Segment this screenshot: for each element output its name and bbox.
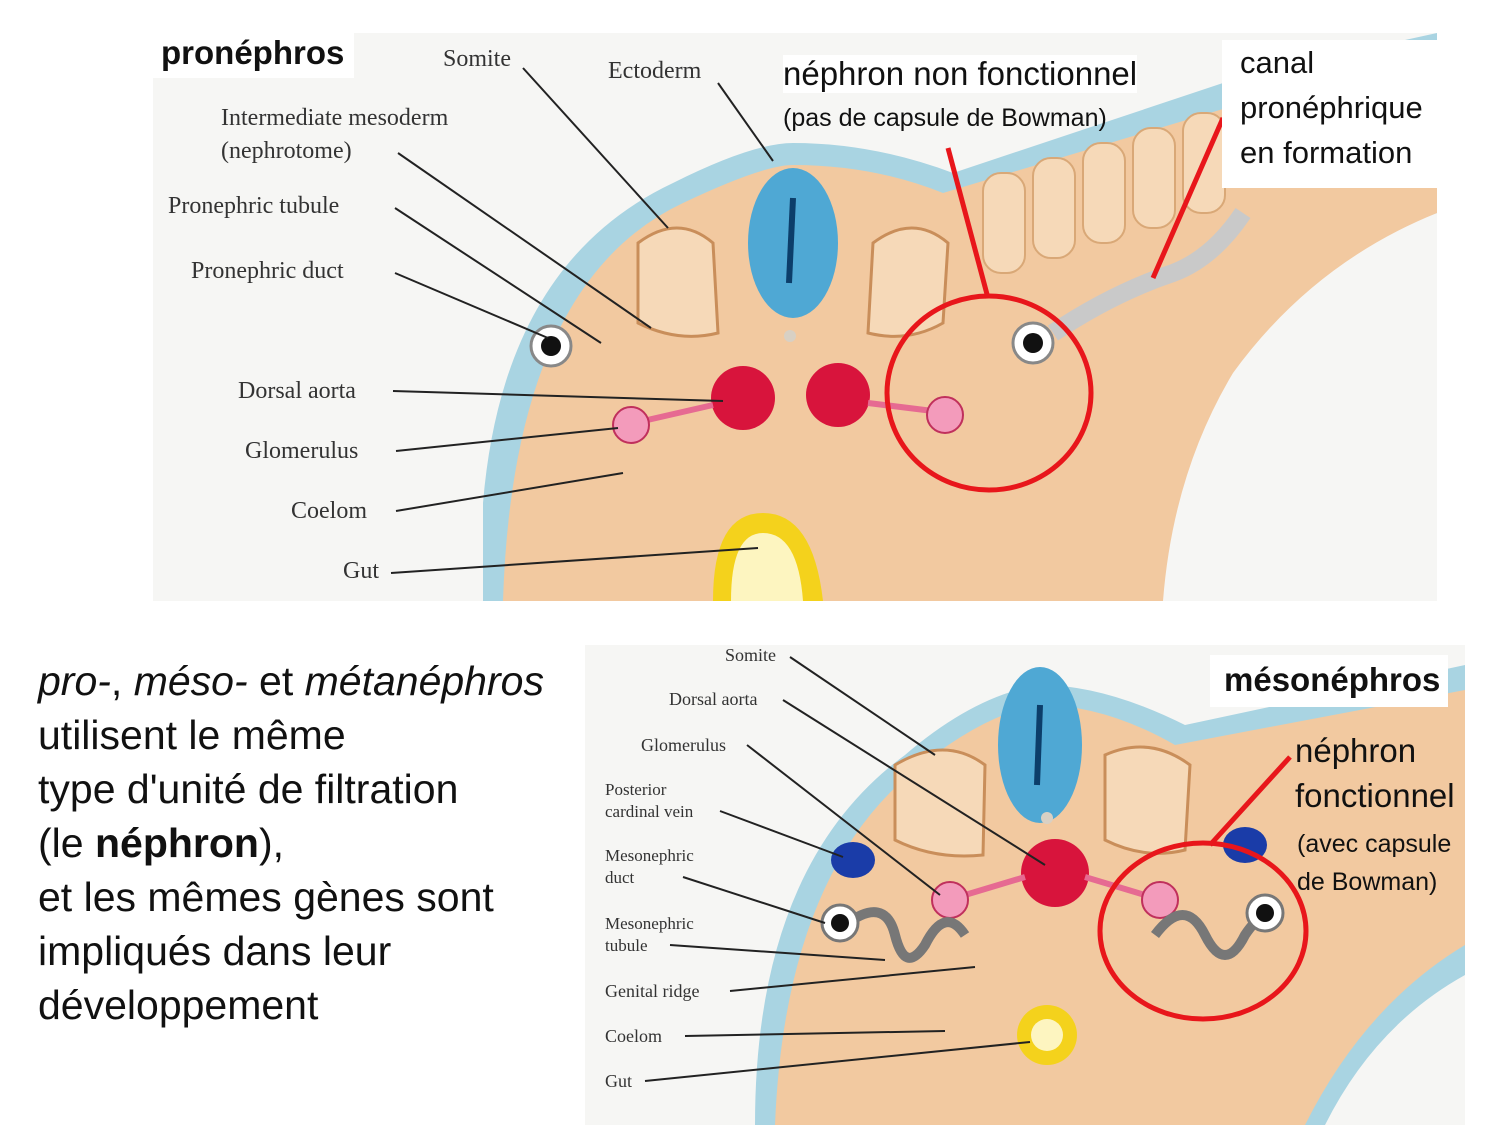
text-nephron-bold: néphron	[94, 820, 259, 866]
mesonephros-diagram: Somite Dorsal aorta Glomerulus Posterior…	[605, 645, 1465, 1125]
label-somite-bottom: Somite	[725, 645, 776, 665]
tag-mesonephros: mésonéphros	[1210, 655, 1449, 707]
dorsal-aorta-right	[806, 363, 870, 427]
forming-canal	[1048, 207, 1251, 341]
label-gut: Gut	[343, 558, 379, 584]
annotation-with-bowman: (avec capsule de Bowman)	[1297, 825, 1451, 901]
label-gut-bottom: Gut	[605, 1071, 632, 1091]
leader-lines-bottom	[644, 656, 1046, 1082]
text-sep: ,	[110, 658, 134, 704]
annotation-no-bowman: (pas de capsule de Bowman)	[783, 104, 1107, 132]
label-somite: Somite	[443, 46, 511, 72]
glomerulus-vessel-right	[867, 400, 934, 414]
pointer-nephron-bottom	[1208, 755, 1292, 847]
glomerulus-left	[612, 406, 650, 444]
mesonephric-tubule-left	[842, 907, 970, 963]
label-mesonephric-duct-1: Mesonephric	[605, 846, 694, 865]
somite-right-bottom	[1103, 745, 1192, 855]
label-dorsal-aorta: Dorsal aorta	[238, 378, 356, 404]
annotation-capsule-line2: de Bowman)	[1297, 868, 1438, 896]
somite-right	[866, 226, 950, 338]
pronephros-diagram: Somite Ectoderm Intermediate mesoderm (n…	[168, 33, 1437, 601]
label-mesonephric-duct-2: duct	[605, 868, 635, 887]
label-glomerulus-bottom: Glomerulus	[641, 735, 726, 755]
text-line-5: et les mêmes gènes sont	[38, 874, 494, 920]
label-ectoderm: Ectoderm	[608, 58, 702, 84]
label-posterior: Posterior	[605, 780, 667, 799]
leader-lines-top	[390, 67, 774, 574]
annotation-nephron-nonfunctional: néphron non fonctionnel	[783, 55, 1138, 93]
pointer-canal	[1150, 116, 1226, 280]
label-cardinal-vein: cardinal vein	[605, 802, 694, 821]
text-le: (le	[38, 820, 95, 866]
glomerulus-left-bottom	[931, 881, 969, 919]
pointer-nephron-top	[945, 147, 991, 299]
notochord	[784, 330, 796, 342]
annotation-nephron-line1: néphron	[1295, 732, 1417, 769]
glomerulus-vessel-left	[642, 402, 714, 424]
label-intermediate-mesoderm: Intermediate mesoderm	[221, 105, 449, 131]
neural-canal	[786, 197, 796, 284]
annotation-nephron-line2: fonctionnel	[1295, 777, 1455, 814]
cardinal-vein-left	[831, 842, 875, 878]
text-close: ),	[258, 820, 284, 866]
label-genital-ridge: Genital ridge	[605, 981, 699, 1001]
text-line-7: développement	[38, 982, 319, 1028]
highlight-circle-bottom	[1097, 840, 1309, 1022]
glomerulus-right	[926, 396, 964, 434]
dorsal-aorta-left	[711, 366, 775, 430]
label-pronephric-tubule: Pronephric tubule	[168, 193, 339, 219]
somite-left-bottom	[893, 748, 987, 858]
annotation-canal-line2: pronéphrique	[1240, 90, 1423, 125]
mesonephros-panel: Somite Dorsal aorta Glomerulus Posterior…	[585, 645, 1465, 1125]
somite-segments	[982, 112, 1226, 274]
text-line-2: utilisent le même	[38, 712, 346, 758]
annotation-canal-line1: canal	[1240, 45, 1315, 80]
glomerulus-right-bottom	[1141, 881, 1179, 919]
label-mesonephric-tubule-1: Mesonephric	[605, 914, 694, 933]
text-meso: méso-	[133, 658, 248, 704]
annotation-nephron-functional: néphron fonctionnel	[1295, 728, 1455, 818]
glomerulus-vessel-left-bottom	[964, 874, 1026, 898]
text-line-3: type d'unité de filtration	[38, 766, 459, 812]
annotation-capsule-line1: (avec capsule	[1297, 830, 1452, 858]
label-nephrotome: (nephrotome)	[221, 138, 352, 164]
pronephric-duct-right-lumen	[1023, 333, 1043, 353]
gut-lumen	[731, 533, 803, 601]
label-mesonephric-tubule-2: tubule	[605, 936, 648, 955]
explanation-text: pro-, méso- et métanéphros utilisent le …	[38, 654, 544, 1032]
somite-left	[636, 226, 720, 338]
text-line-6: impliqués dans leur	[38, 928, 392, 974]
neural-canal-bottom	[1034, 704, 1043, 786]
label-glomerulus: Glomerulus	[245, 438, 358, 464]
text-line-4: (le néphron),	[38, 816, 544, 870]
label-coelom-bottom: Coelom	[605, 1026, 662, 1046]
notochord-bottom	[1041, 812, 1053, 824]
text-line-1: pro-, méso- et métanéphros	[38, 654, 544, 708]
tag-pronephros: pronéphros	[153, 30, 355, 78]
dorsal-aorta-bottom	[1021, 839, 1089, 907]
label-coelom: Coelom	[291, 498, 367, 524]
text-et: et	[247, 658, 305, 704]
label-pronephric-duct: Pronephric duct	[191, 258, 344, 284]
mesonephric-duct-left-lumen	[831, 914, 849, 932]
label-dorsal-aorta-bottom: Dorsal aorta	[669, 689, 757, 709]
annotation-canal-line3: en formation	[1240, 135, 1413, 170]
text-meta: métanéphros	[304, 658, 544, 704]
pronephric-duct-left-lumen	[541, 336, 561, 356]
annotation-canal-box: canal pronéphrique en formation	[1222, 40, 1480, 188]
mesonephric-duct-right-lumen	[1256, 904, 1274, 922]
text-pro: pro-	[38, 658, 111, 704]
gut-lumen-bottom	[1031, 1019, 1063, 1051]
